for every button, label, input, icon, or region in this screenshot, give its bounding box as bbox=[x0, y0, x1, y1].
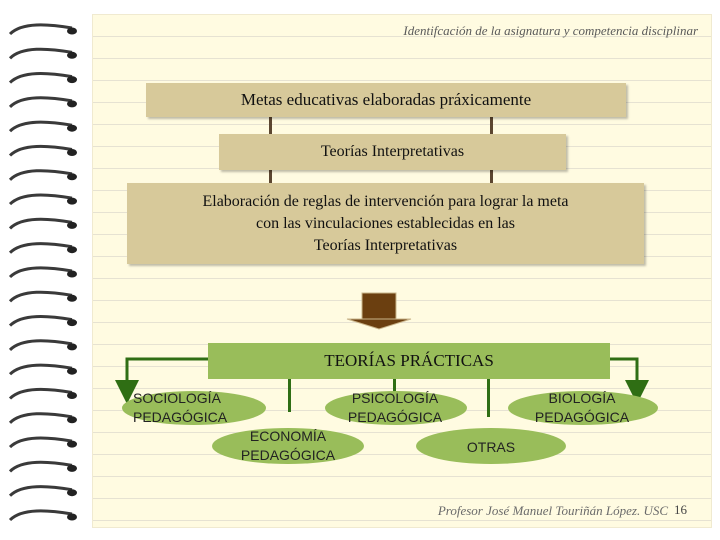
spiral-hole bbox=[67, 343, 77, 351]
others-label: OTRAS bbox=[466, 439, 516, 455]
spiral-ring bbox=[8, 485, 73, 497]
interpretative-theories-box: Teorías Interpretativas bbox=[219, 134, 566, 170]
spiral-ring bbox=[8, 47, 73, 60]
slide-header: Identifcación de la asignatura y compete… bbox=[403, 23, 698, 38]
sociology-oval bbox=[122, 391, 266, 425]
spiral-ring bbox=[8, 290, 73, 303]
rules-line: Elaboración de reglas de intervención pa… bbox=[202, 192, 569, 210]
spiral-hole bbox=[67, 513, 77, 521]
spiral-ring bbox=[8, 169, 73, 181]
spiral-ring bbox=[8, 193, 73, 206]
rules-line: con las vinculaciones establecidas en la… bbox=[255, 214, 515, 232]
psychology-oval bbox=[325, 391, 467, 425]
right-branch-arrow bbox=[610, 357, 649, 404]
spiral-ring bbox=[8, 363, 73, 376]
left-branch-arrow bbox=[115, 357, 208, 404]
spiral-hole bbox=[67, 221, 77, 229]
connector-line bbox=[490, 117, 493, 134]
others-oval bbox=[416, 428, 566, 464]
spiral-hole bbox=[67, 319, 77, 327]
spiral-ring bbox=[8, 387, 73, 400]
spiral-ring bbox=[8, 242, 73, 254]
biology-oval bbox=[508, 391, 658, 425]
spiral-ring bbox=[8, 72, 73, 84]
spiral-ring bbox=[8, 266, 73, 279]
spiral-ring bbox=[8, 339, 73, 352]
connector-line bbox=[269, 170, 272, 183]
connector-line bbox=[269, 117, 272, 134]
connector-line bbox=[490, 170, 493, 183]
spiral-hole bbox=[67, 197, 77, 205]
branch-line bbox=[487, 379, 490, 417]
spiral-hole bbox=[67, 246, 77, 254]
spiral-hole bbox=[67, 464, 77, 472]
spiral-ring bbox=[8, 315, 73, 327]
spiral-ring bbox=[8, 120, 73, 133]
spiral-hole bbox=[67, 124, 77, 132]
page-number: 16 bbox=[674, 502, 687, 517]
spiral-hole bbox=[67, 51, 77, 59]
goals-box: Metas educativas elaboradas práxicamente bbox=[146, 83, 626, 117]
spiral-hole bbox=[67, 100, 77, 108]
spiral-ring bbox=[8, 23, 73, 36]
spiral-ring bbox=[8, 144, 73, 157]
spiral-ring bbox=[8, 460, 73, 473]
spiral-hole bbox=[67, 416, 77, 424]
practical-theories-label: TEORÍAS PRÁCTICAS bbox=[324, 351, 494, 370]
spiral-hole bbox=[67, 294, 77, 302]
spiral-ring bbox=[8, 436, 73, 449]
intervention-rules-box: Elaboración de reglas de intervención pa… bbox=[127, 183, 644, 264]
spiral-hole bbox=[67, 270, 77, 278]
branch-line bbox=[393, 379, 396, 396]
practical-theories-box: TEORÍAS PRÁCTICAS bbox=[208, 343, 610, 379]
spiral-hole bbox=[67, 173, 77, 181]
spiral-hole bbox=[67, 76, 77, 84]
spiral-hole bbox=[67, 392, 77, 399]
interpretative-theories-label: Teorías Interpretativas bbox=[320, 143, 465, 160]
spiral-hole bbox=[67, 440, 77, 448]
spiral-ring bbox=[8, 509, 73, 522]
spiral-ring bbox=[8, 412, 73, 424]
spiral-hole bbox=[67, 149, 77, 156]
spiral-ring bbox=[8, 217, 73, 230]
spiral-hole bbox=[67, 27, 77, 35]
footer-author: Profesor José Manuel Touriñán López. USC bbox=[437, 503, 668, 518]
economy-oval bbox=[212, 428, 364, 464]
spiral-hole bbox=[67, 367, 77, 375]
goals-label: Metas educativas elaboradas práxicamente bbox=[240, 90, 532, 109]
spiral-binding bbox=[8, 23, 77, 522]
branch-line bbox=[288, 379, 291, 412]
spiral-hole bbox=[67, 489, 77, 497]
rules-line: Teorías Interpretativas bbox=[313, 236, 458, 254]
spiral-ring bbox=[8, 96, 73, 109]
